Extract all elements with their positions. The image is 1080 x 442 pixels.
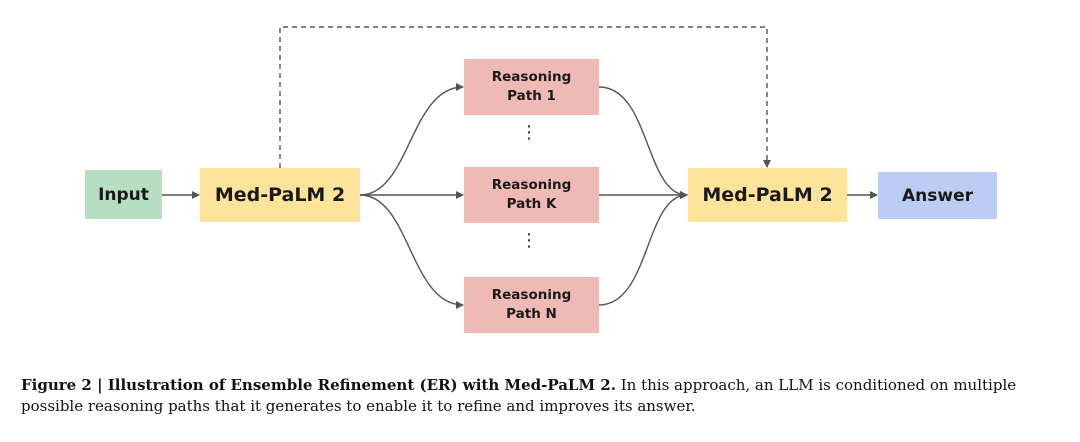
reasoning-path-1-line1: Reasoning (491, 69, 572, 85)
ensemble-refinement-diagram: Input Med-PaLM 2 Reasoning Path 1 ⋮ Reas… (85, 26, 997, 333)
med-palm-node-second: Med-PaLM 2 (688, 168, 847, 222)
reasoning-path-n-line2: Path N (506, 306, 557, 322)
input-label: Input (98, 184, 149, 205)
reasoning-path-1-node: Reasoning Path 1 (464, 59, 599, 115)
med-palm-node-first: Med-PaLM 2 (200, 168, 360, 222)
reasoning-path-n-line1: Reasoning (491, 287, 572, 303)
arrow-path-n-to-model (598, 191, 688, 306)
reasoning-path-k-line2: Path K (506, 196, 557, 212)
reasoning-path-k-node: Reasoning Path K (464, 167, 599, 223)
arrow-model-to-path-n (359, 194, 464, 309)
figure-caption: Figure 2 | Illustration of Ensemble Refi… (21, 375, 1061, 417)
figure-caption-label: Figure 2 | Illustration of Ensemble Refi… (21, 376, 616, 394)
ellipsis-upper: ⋮ (520, 122, 538, 143)
answer-label: Answer (902, 185, 973, 206)
ellipsis-lower: ⋮ (520, 230, 538, 251)
reasoning-path-k-line1: Reasoning (491, 177, 572, 193)
reasoning-path-n-node: Reasoning Path N (464, 277, 599, 333)
connector-arrows (162, 26, 878, 309)
med-palm-label-second: Med-PaLM 2 (702, 184, 833, 206)
figure-caption-text: In this approach, an LLM is conditioned … (21, 376, 1017, 415)
reasoning-path-1-line2: Path 1 (507, 88, 556, 104)
input-node: Input (85, 170, 162, 219)
med-palm-label-first: Med-PaLM 2 (214, 184, 346, 206)
arrow-model-to-path-1 (359, 83, 464, 196)
arrow-path-1-to-model (598, 86, 688, 199)
dashed-skip-connection (279, 26, 771, 168)
answer-node: Answer (878, 172, 997, 219)
